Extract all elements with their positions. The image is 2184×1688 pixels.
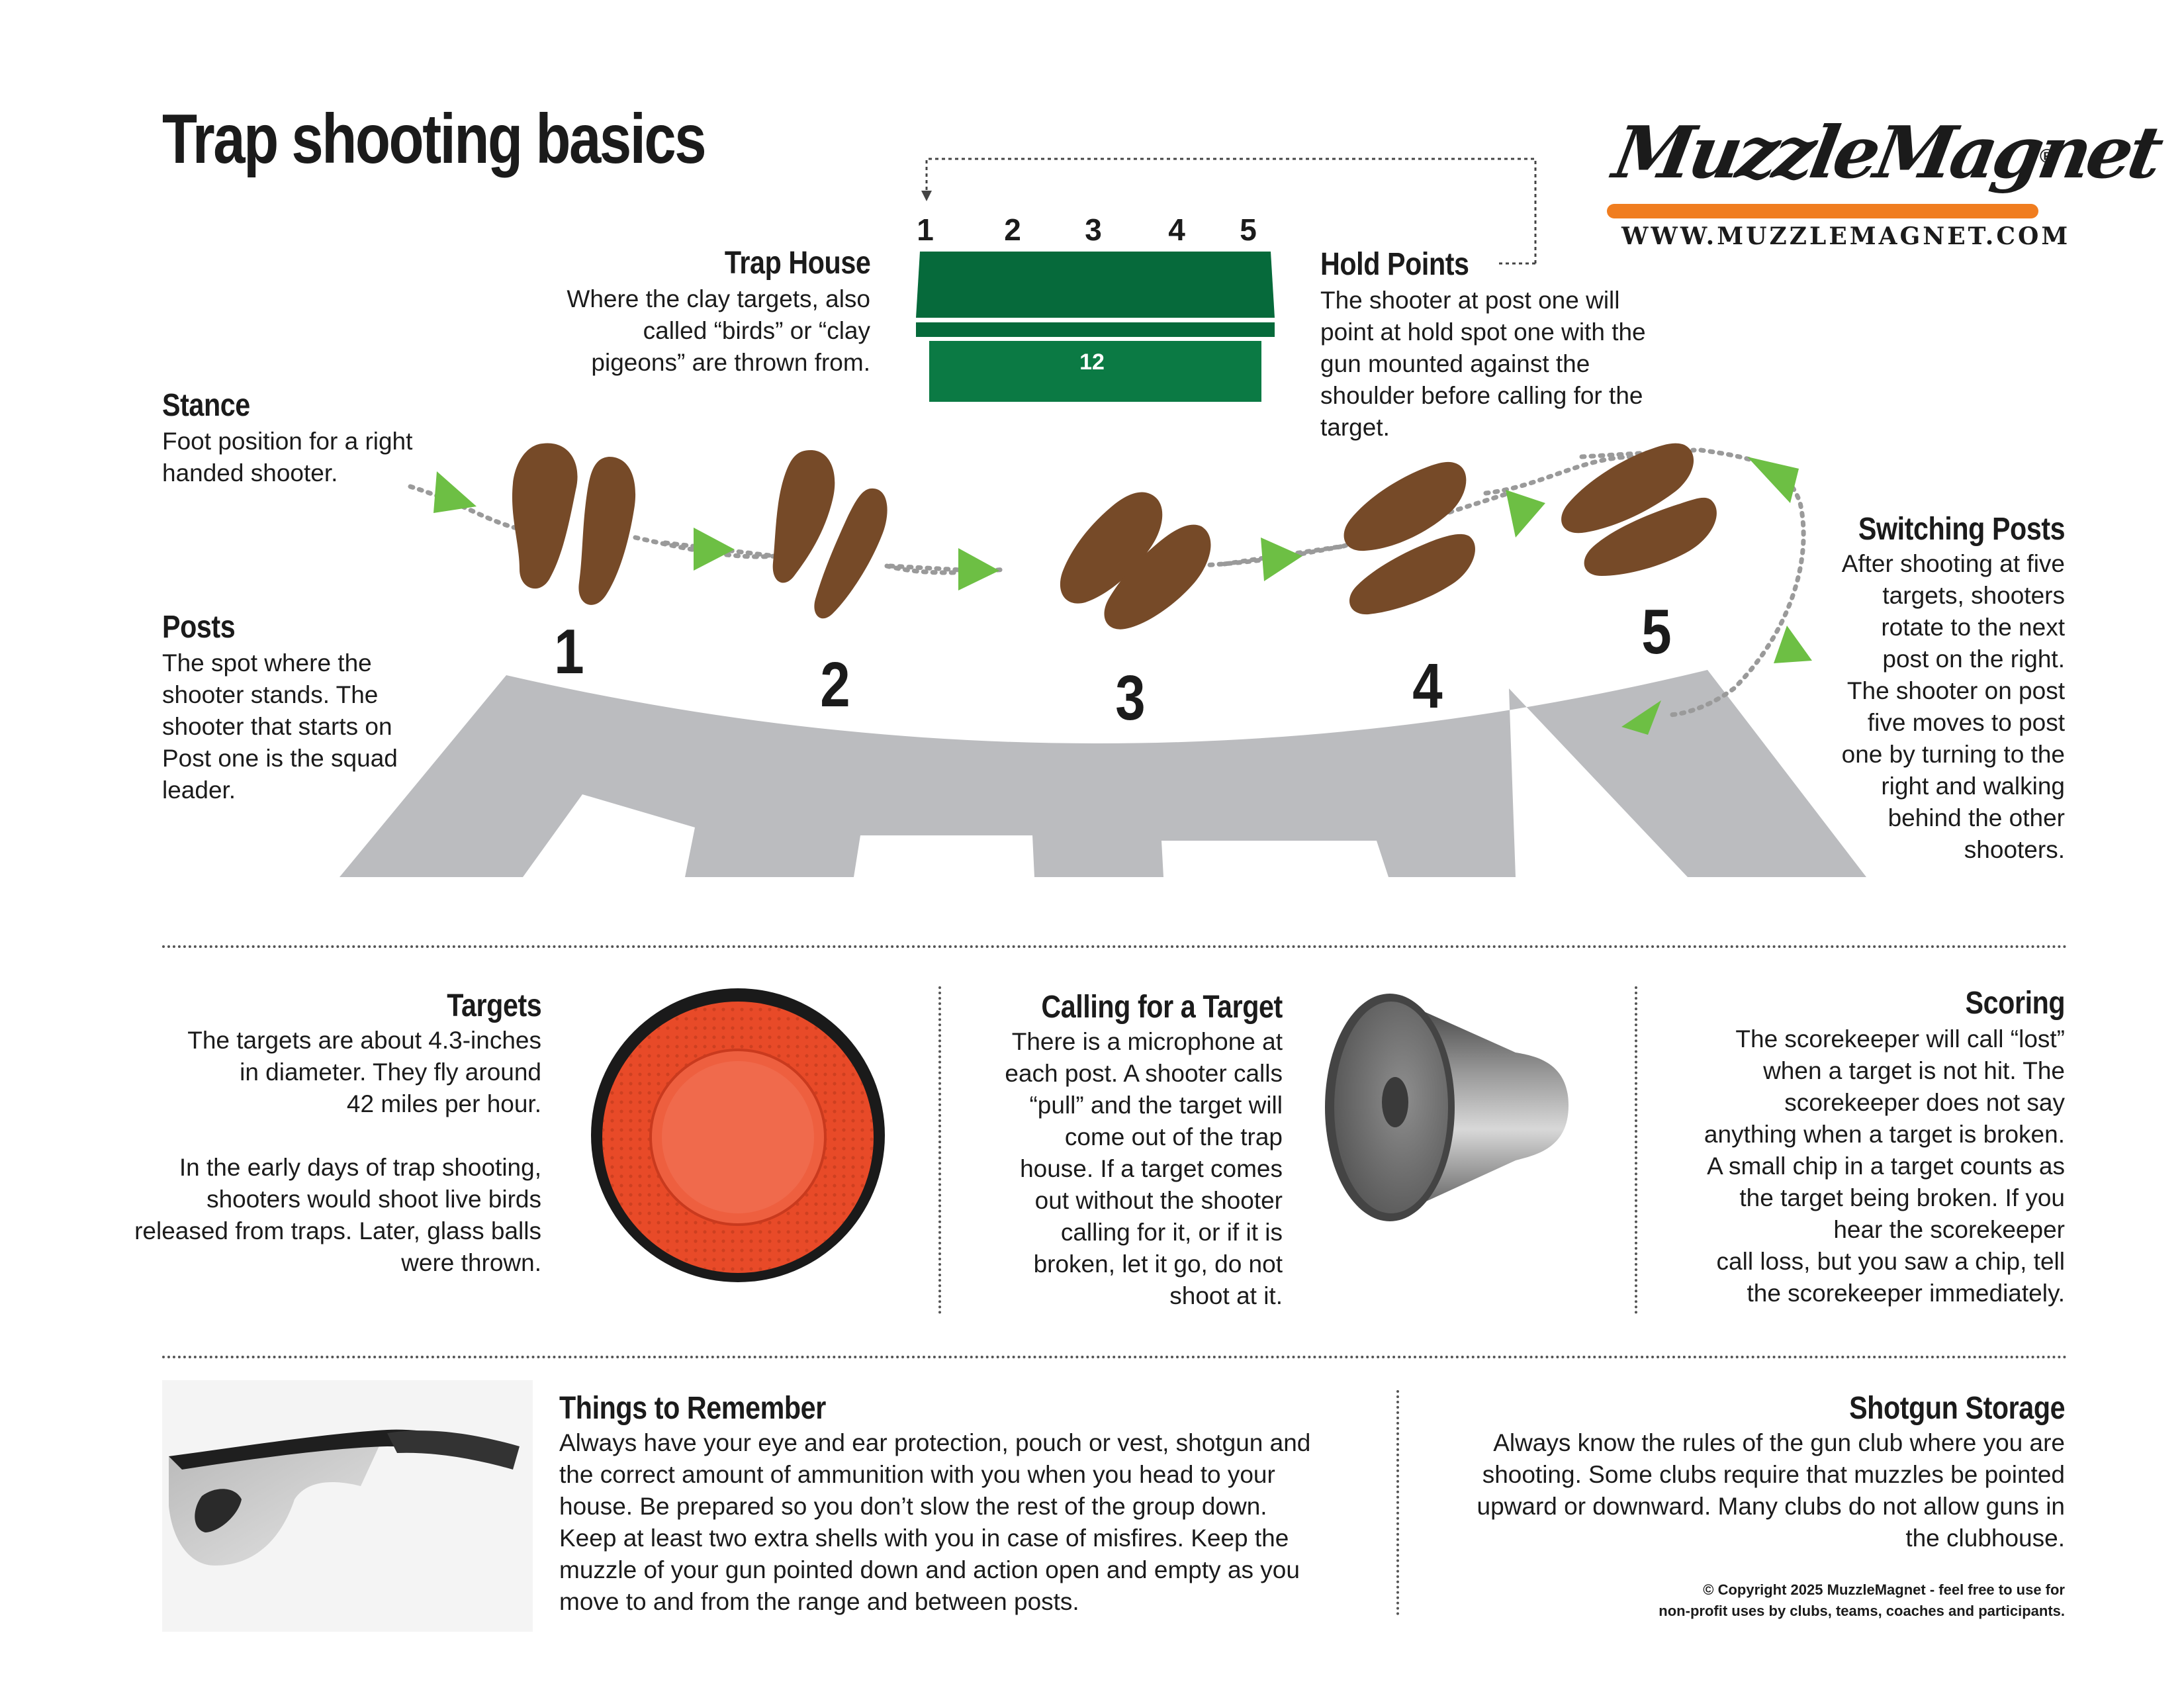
trap-field-diagram xyxy=(340,443,1866,877)
safety-glasses-image xyxy=(162,1380,533,1632)
microphone-image xyxy=(1325,994,1569,1221)
post-number-3: 3 xyxy=(1115,663,1146,733)
walkway xyxy=(340,670,1866,877)
switching-posts-text: After shooting at five targets, shooters… xyxy=(1841,550,2065,863)
hold-spot-1: 1 xyxy=(917,212,934,247)
targets-title: Targets xyxy=(446,988,541,1023)
trap-house-title: Trap House xyxy=(724,246,870,281)
post-2-feet xyxy=(772,450,887,619)
post-4-feet xyxy=(1343,461,1475,615)
path-arrow-1 xyxy=(433,471,477,513)
post-number-1: 1 xyxy=(554,616,584,687)
path-arrow-4 xyxy=(1261,538,1302,581)
post-5-feet xyxy=(1561,443,1717,576)
post-1-feet xyxy=(512,443,636,605)
path-arrow-8 xyxy=(1621,700,1661,735)
scoring-title: Scoring xyxy=(1965,986,2065,1021)
scoring-text: The scorekeeper will call “lost” when a … xyxy=(1704,1025,2065,1307)
switching-posts-title: Switching Posts xyxy=(1858,512,2066,547)
path-arrow-2 xyxy=(694,528,735,571)
hold-spot-4: 4 xyxy=(1168,212,1185,247)
path-arrow-7 xyxy=(1774,626,1812,663)
targets-text: The targets are about 4.3-inches in diam… xyxy=(134,1027,541,1276)
stance-title: Stance xyxy=(162,388,250,423)
trap-house-label: 12 xyxy=(1079,350,1105,375)
divider-v2 xyxy=(1635,986,1637,1314)
post-number-4: 4 xyxy=(1412,651,1443,722)
divider-bottom xyxy=(162,1356,2068,1358)
logo-underline xyxy=(1607,204,2038,218)
divider-v3 xyxy=(1396,1390,1399,1615)
hold-spot-5: 5 xyxy=(1240,212,1257,247)
stance-text: Foot position for a right handed shooter… xyxy=(162,428,413,487)
storage-title: Shotgun Storage xyxy=(1848,1391,2066,1426)
hold-points-title: Hold Points xyxy=(1320,247,1469,282)
logo-url: WWW.MUZZLEMAGNET.COM xyxy=(1621,222,2071,250)
remember-title: Things to Remember xyxy=(559,1391,826,1426)
post-number-2: 2 xyxy=(820,649,850,720)
posts-text: The spot where the shooter stands. The s… xyxy=(162,649,398,804)
copyright-notice: © Copyright 2025 MuzzleMagnet - feel fre… xyxy=(1659,1581,2065,1619)
post-number-5: 5 xyxy=(1641,596,1672,667)
post-3-feet xyxy=(1060,492,1211,630)
calling-title: Calling for a Target xyxy=(1041,990,1283,1025)
calling-text: There is a microphone at each post. A sh… xyxy=(1005,1028,1283,1309)
path-arrow-5 xyxy=(1506,490,1545,538)
page-title: Trap shooting basics xyxy=(162,100,707,178)
trap-house xyxy=(916,252,1275,402)
registered-mark: ® xyxy=(2040,146,2055,167)
divider-v1 xyxy=(938,986,941,1314)
hold-points-connector xyxy=(921,158,1537,265)
storage-text: Always know the rules of the gun club wh… xyxy=(1477,1429,2066,1552)
hold-spot-3: 3 xyxy=(1085,212,1102,247)
path-arrow-3 xyxy=(958,548,999,590)
hold-points-text: The shooter at post one will point at ho… xyxy=(1320,287,1646,441)
divider-top xyxy=(162,945,2068,948)
clay-target-image xyxy=(591,988,885,1282)
logo: MuzzleMagnet ® WWW.MUZZLEMAGNET.COM xyxy=(1602,99,2165,258)
remember-text: Always have your eye and ear protection,… xyxy=(559,1429,1311,1615)
path-arrow-6 xyxy=(1747,457,1799,503)
hold-spot-2: 2 xyxy=(1004,212,1021,247)
trap-house-text: Where the clay targets, also called “bir… xyxy=(567,285,870,376)
posts-title: Posts xyxy=(162,610,236,645)
